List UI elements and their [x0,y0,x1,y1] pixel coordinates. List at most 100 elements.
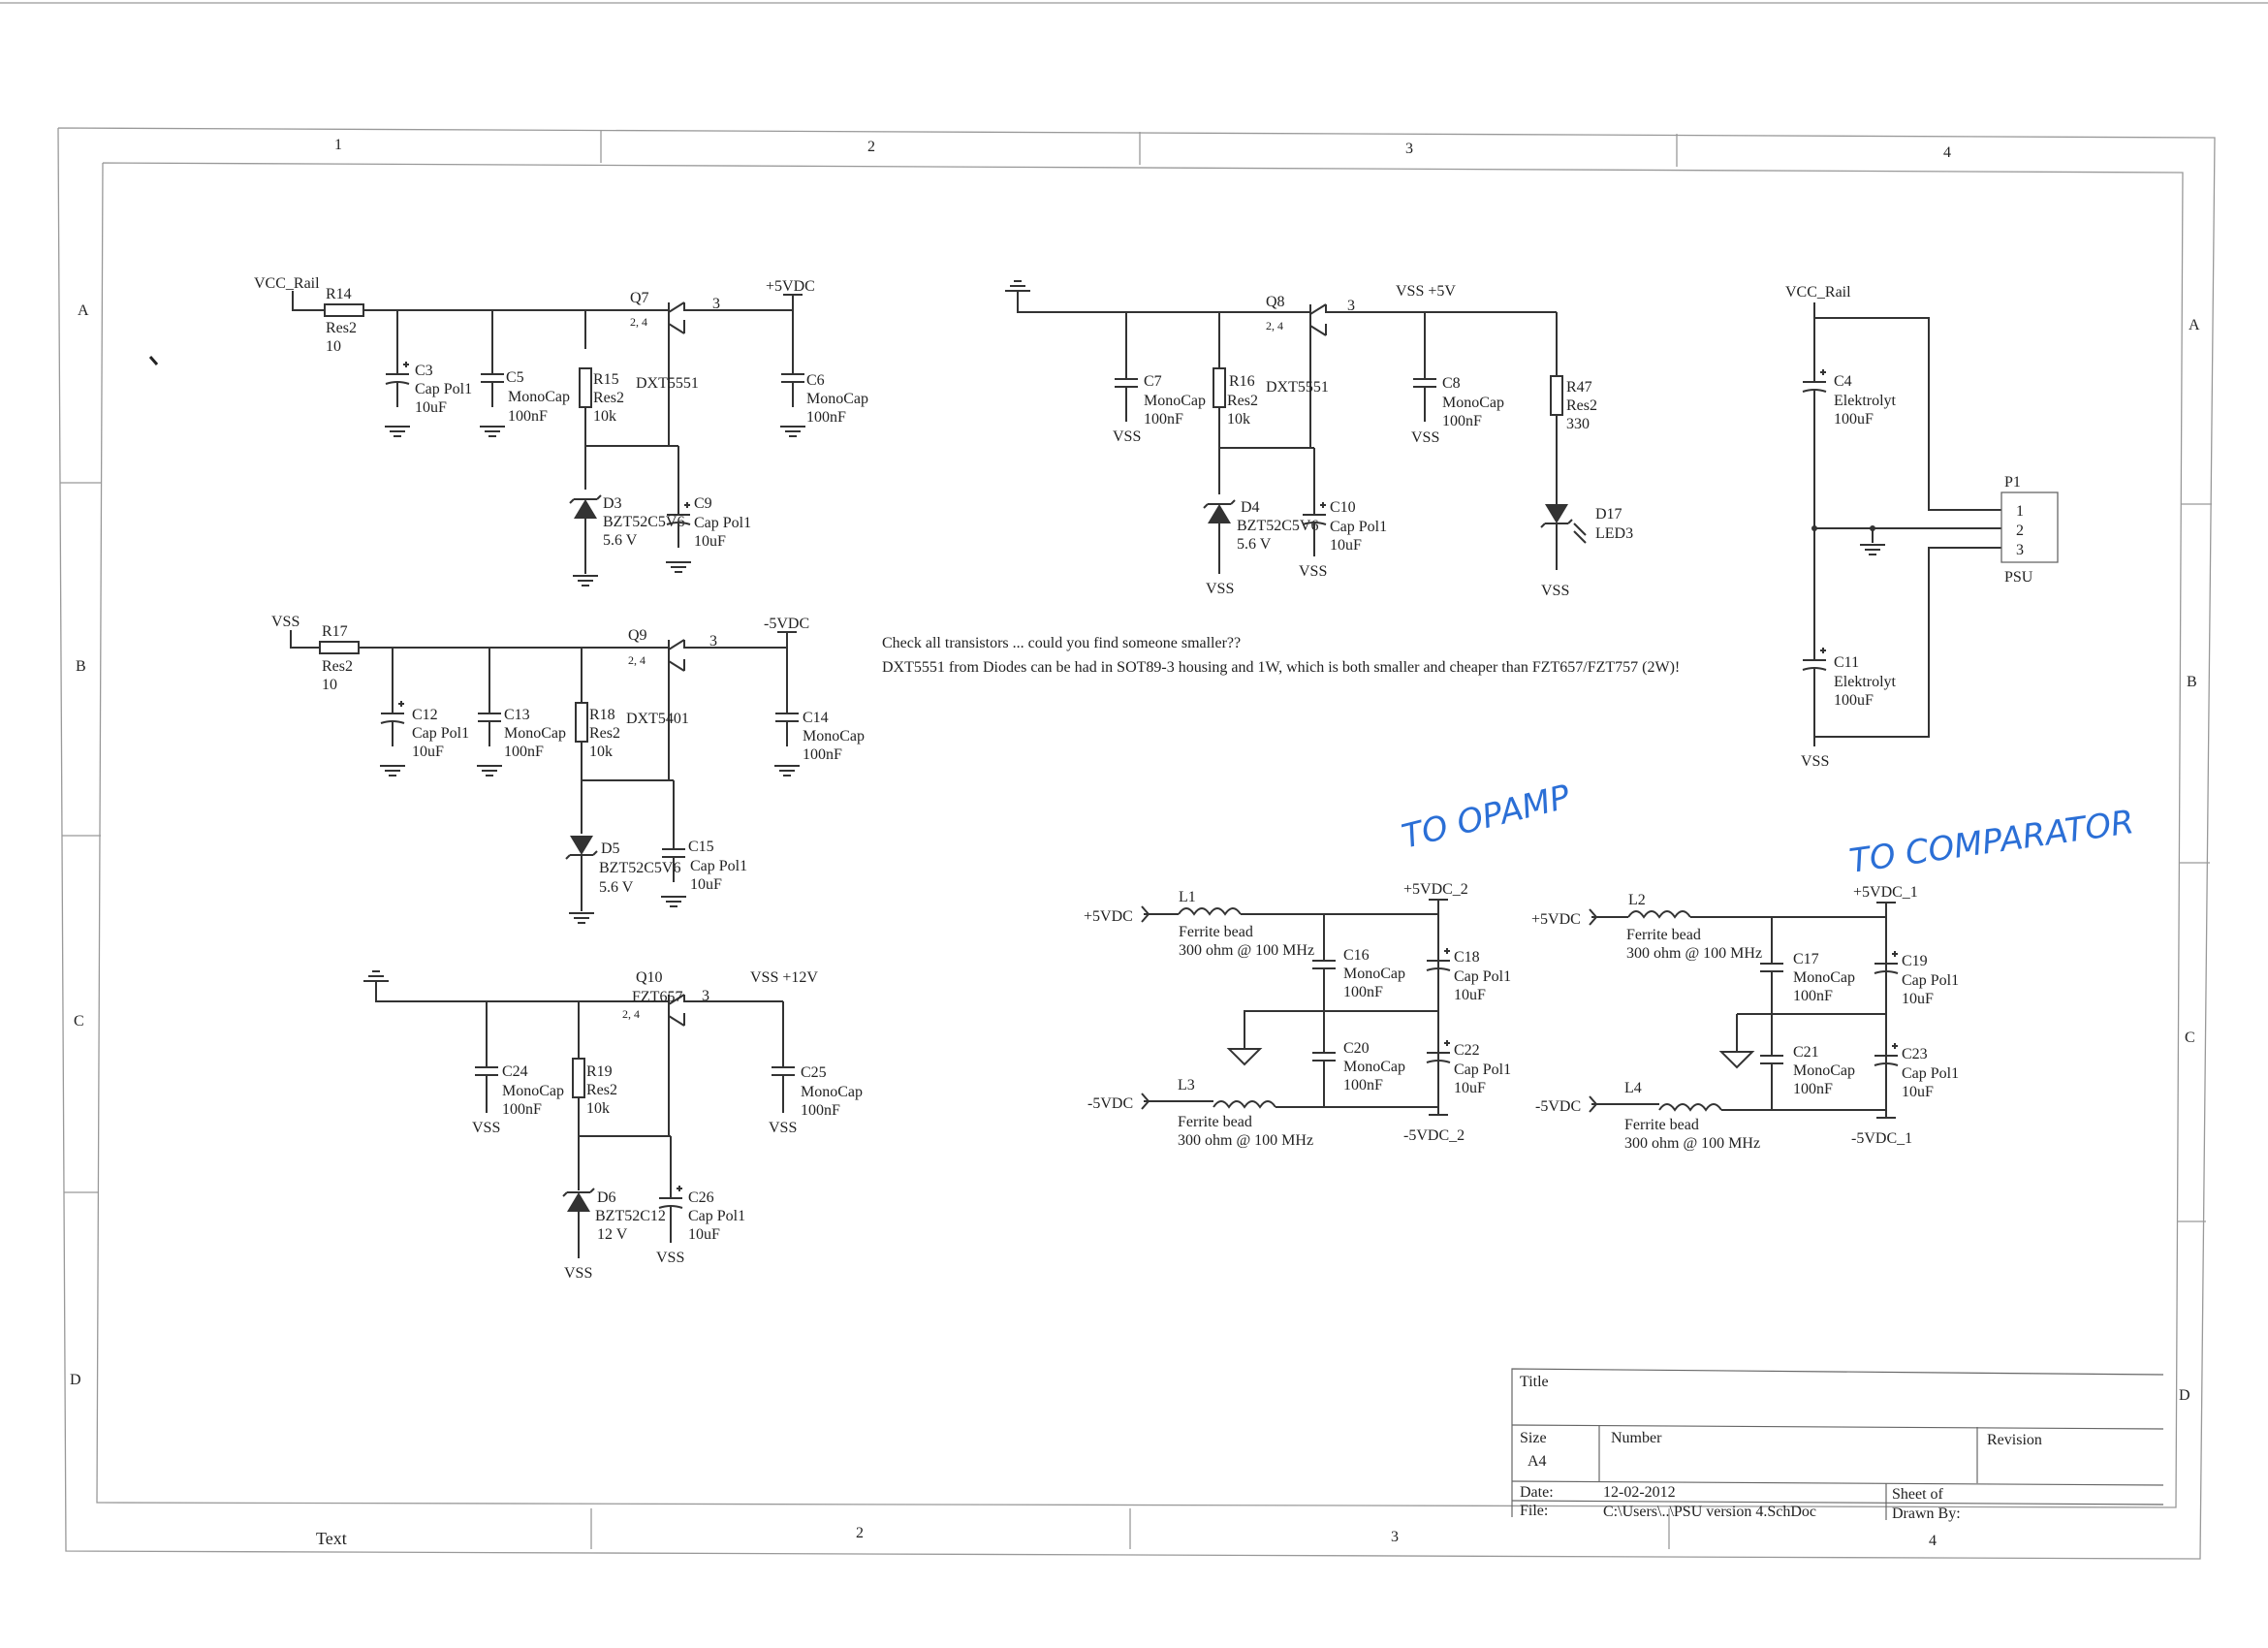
ref: Q7 [630,290,649,306]
pin: 2, 4 [622,1007,640,1021]
handwritten-note: TO COMPARATOR [1847,803,2137,881]
pin: 2, 4 [628,653,646,667]
ref: Q8 [1266,294,1285,310]
ground-icon [379,765,406,776]
value: Ferrite bead [1626,927,1701,943]
capacitor-c21 [1759,1030,1784,1090]
pin: 2, 4 [1266,319,1283,333]
net-label: +5VDC_2 [1403,881,1468,898]
capacitor-c6 [780,348,805,408]
col-label-3-bottom: 3 [1391,1529,1399,1545]
value: 330 [1566,416,1590,432]
value: 300 ohm @ 100 MHz [1624,1135,1760,1152]
regulator-minus5: VSS R17 Res2 10 Q9 2, 4 3 DXT5401 -5VDC … [271,614,865,924]
pin: 3 [2016,542,2024,558]
net-label: VSS [472,1120,500,1136]
net-label: +5VDC [766,278,815,295]
design-note: Check all transistors ... could you find… [882,635,1680,676]
ref: C14 [803,710,829,726]
part: BZT52C5V6 [603,514,684,530]
ref: C9 [694,495,712,512]
value: 300 ohm @ 100 MHz [1626,945,1762,962]
net-label: VCC_Rail [1785,284,1851,301]
value: 10uF [1330,537,1362,554]
value: Elektrolyt [1834,674,1897,690]
ref: D5 [601,840,620,857]
part: PSU [2004,569,2033,586]
value: MonoCap [504,725,566,742]
value: MonoCap [502,1083,564,1099]
value: 10uF [1902,1084,1934,1100]
ground-icon [479,426,506,437]
ref: C22 [1454,1042,1480,1059]
frame-text-label: Text [316,1529,347,1548]
capacitor-c24 [474,1041,499,1101]
connector-p1-body [2000,491,2059,563]
ref: R16 [1229,373,1255,390]
ref: R18 [589,707,615,723]
value: Ferrite bead [1178,1114,1252,1130]
part: FZT657 [632,989,682,1005]
ref: C19 [1902,953,1928,969]
value: 10k [589,744,613,760]
ref: C21 [1793,1044,1819,1061]
regulator-plus12: Q10 FZT657 2, 4 3 VSS +12V VSS C25 MonoC… [362,969,863,1282]
ref: C16 [1343,947,1370,964]
capacitor-c4 [1802,356,1827,416]
ref: R47 [1566,379,1592,396]
value: Cap Pol1 [1454,1062,1511,1078]
value: 100nF [1343,1077,1383,1093]
inductor-l4 [1658,1103,1722,1111]
zener-d3 [569,494,602,520]
value: 10uF [1454,1080,1486,1096]
ground-icon [568,912,595,924]
capacitor-c3 [385,348,410,408]
ref: L4 [1624,1080,1642,1096]
value: 10uF [694,533,726,550]
filter-opamp: TO OPAMP +5VDC L1 Ferrite bead 300 ohm @… [1084,777,1574,1149]
value: Res2 [1566,397,1597,414]
capacitor-c11 [1802,634,1827,694]
inductor-l1 [1178,907,1242,915]
capacitor-c5 [480,348,505,408]
value: Cap Pol1 [690,858,747,874]
value: 10uF [1454,987,1486,1003]
net-label: -5VDC [1535,1098,1581,1115]
note-line: Check all transistors ... could you find… [882,635,1241,651]
capacitor-c17 [1759,937,1784,998]
net-label: +5VDC [1084,908,1133,925]
filter-comparator: TO COMPARATOR +5VDC L2 Ferrite bead 300 … [1531,803,2136,1152]
size-value: A4 [1528,1453,1547,1470]
part: DXT5551 [1266,379,1329,396]
ref: L2 [1628,892,1646,908]
ground-icon [773,765,801,776]
col-label-2: 2 [867,139,875,155]
value: Cap Pol1 [1902,1065,1959,1082]
value: Res2 [589,725,620,742]
value: MonoCap [801,1084,863,1100]
value: Res2 [586,1082,617,1098]
regulator-vss-plus5: Q8 2, 4 3 DXT5551 VSS +5V VSS C7 MonoCap… [1004,280,1633,599]
value: 10uF [1902,991,1934,1007]
ref: C6 [806,372,825,389]
capacitor-c7 [1114,353,1139,413]
handwritten-note: TO OPAMP [1399,777,1575,857]
part: LED3 [1595,525,1633,542]
row-label-a-right: A [2189,317,2200,333]
capacitor-c14 [774,687,800,747]
net-label: VSS [656,1250,684,1266]
ground-icon [660,896,687,907]
ref: D4 [1241,499,1260,516]
value: 10k [593,408,616,425]
ref: R17 [322,623,348,640]
value: Res2 [322,658,353,675]
net-label: VSS [769,1120,797,1136]
row-label-b: B [76,658,86,675]
value: 10k [1227,411,1250,428]
ref: C15 [688,839,714,855]
ref: C8 [1442,375,1461,392]
value: Cap Pol1 [1454,968,1511,985]
capacitor-c8 [1412,353,1437,413]
part: BZT52C12 [595,1208,666,1224]
